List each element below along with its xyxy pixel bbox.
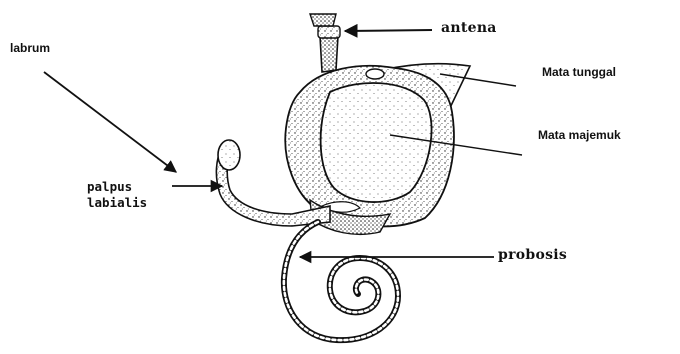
- label-antena: antena: [441, 21, 497, 35]
- proboscis: [284, 222, 398, 340]
- antenna-stalk: [320, 36, 338, 72]
- labrum-pointer: [44, 72, 176, 172]
- label-labrum: labrum: [10, 42, 50, 54]
- antena-pointer: [345, 30, 432, 31]
- label-palpus-line2: labialis: [87, 195, 147, 211]
- label-mata-majemuk: Mata majemuk: [538, 129, 621, 141]
- label-palpus-labialis: palpus labialis: [87, 179, 147, 210]
- label-probosis: probosis: [498, 248, 567, 262]
- compound-eye: [321, 83, 432, 202]
- label-palpus-line1: palpus: [87, 179, 147, 195]
- labial-palp-tip: [218, 140, 240, 170]
- antenna-tip: [310, 14, 336, 26]
- label-mata-tunggal: Mata tunggal: [542, 66, 616, 78]
- simple-eye: [366, 69, 384, 79]
- antenna-segment-upper: [318, 26, 340, 38]
